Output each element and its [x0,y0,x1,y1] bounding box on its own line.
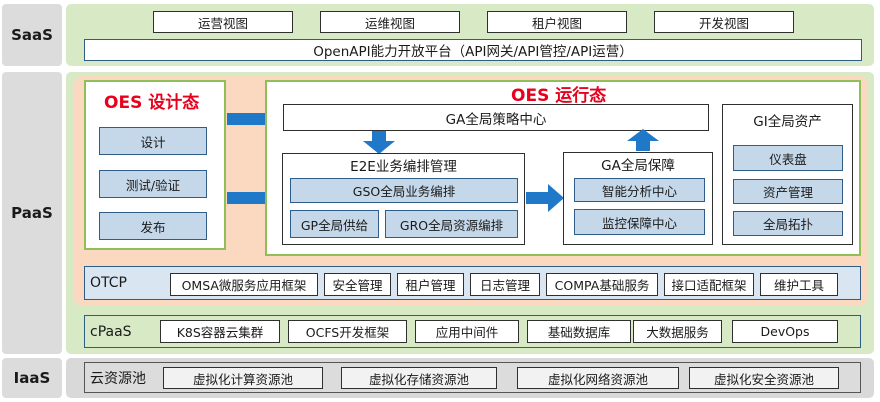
gro-resource-orchestration: GRO全局资源编排 [385,210,518,238]
view-tenant: 租户视图 [487,11,627,33]
intelligent-analysis-center: 智能分析中心 [574,178,705,202]
otcp-label: OTCP [90,275,127,291]
iaas-compute-pool: 虚拟化计算资源池 [163,367,323,389]
test-verify-item: 测试/验证 [99,170,207,198]
cpaas-devops: DevOps [732,320,838,343]
global-topology: 全局拓扑 [733,211,843,236]
gp-supply: GP全局供给 [290,210,379,238]
view-operation: 运营视图 [153,11,293,33]
design-item: 设计 [99,127,207,155]
iaas-security-pool: 虚拟化安全资源池 [689,367,839,389]
layer-label-saas: SaaS [2,4,62,66]
iaas-network-pool: 虚拟化网络资源池 [517,367,679,389]
arrow-right-middle [526,184,564,212]
arrow-up [627,129,659,151]
cpaas-database: 基础数据库 [527,320,631,343]
otcp-maintenance-tools: 维护工具 [760,273,838,296]
cpaas-bigdata: 大数据服务 [633,320,722,343]
layer-label-paas: PaaS [2,72,62,354]
otcp-log: 日志管理 [470,273,540,296]
gi-assets-title: GI全局资产 [753,114,822,130]
publish-item: 发布 [99,212,207,240]
iaas-resource-pool-label: 云资源池 [90,370,146,387]
oes-runtime-title: OES 运行态 [511,86,607,106]
otcp-security: 安全管理 [324,273,391,296]
cpaas-k8s: K8S容器云集群 [160,320,280,343]
layer-label-iaas: IaaS [2,358,62,398]
otcp-tenant: 租户管理 [397,273,464,296]
oes-design-title: OES 设计态 [104,93,200,113]
cpaas-middleware: 应用中间件 [415,320,519,343]
iaas-storage-pool: 虚拟化存储资源池 [341,367,497,389]
dashboard: 仪表盘 [733,145,843,171]
view-maintenance: 运维视图 [320,11,460,33]
otcp-omsa: OMSA微服务应用框架 [170,273,318,296]
otcp-compa: COMPA基础服务 [546,273,658,296]
arrow-down [363,131,395,154]
gso-orchestration: GSO全局业务编排 [290,178,518,203]
cpaas-ocfs: OCFS开发框架 [288,320,407,343]
ga-guarantee-title: GA全局保障 [601,158,675,174]
otcp-interface-adapter: 接口适配框架 [664,273,754,296]
monitoring-guarantee-center: 监控保障中心 [574,209,705,235]
view-development: 开发视图 [654,11,794,33]
openapi-platform: OpenAPI能力开放平台（API网关/API管控/API运营） [84,39,862,61]
ga-strategy-center: GA全局策略中心 [283,104,709,131]
e2e-title: E2E业务编排管理 [350,159,457,175]
asset-management: 资产管理 [733,179,843,204]
cpaas-label: cPaaS [90,323,132,340]
